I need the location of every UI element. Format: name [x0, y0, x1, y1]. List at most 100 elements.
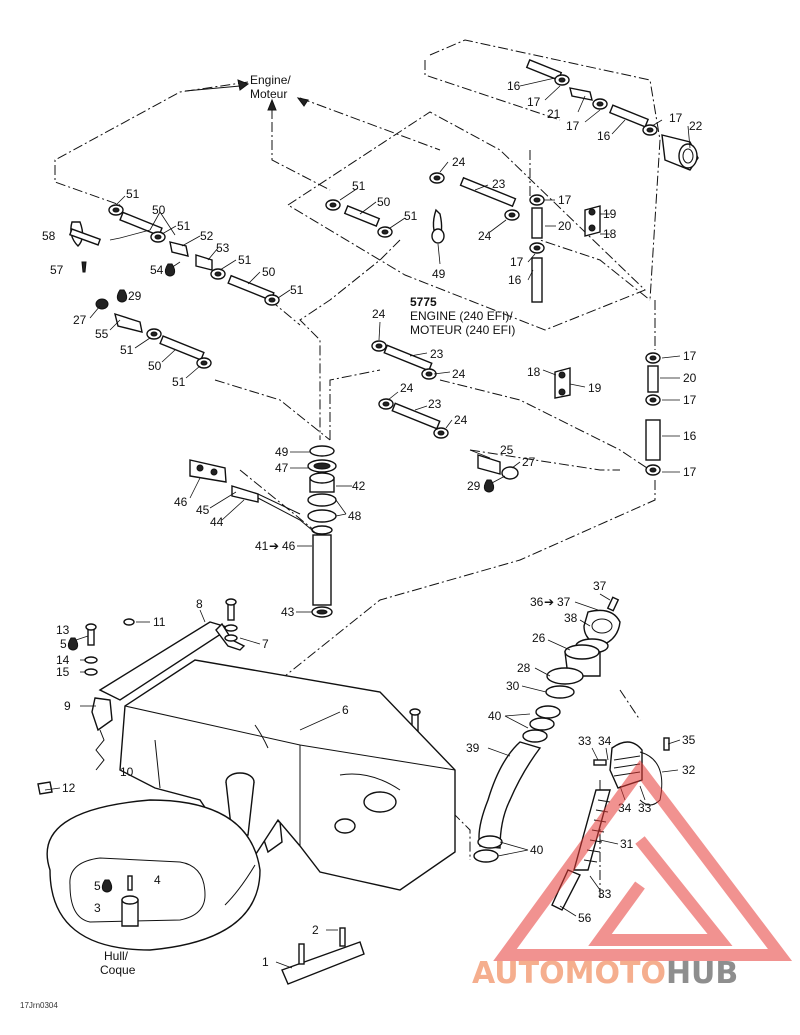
callout: 6	[342, 703, 349, 717]
left-middle-fuel-line	[95, 298, 212, 369]
mounting-block	[281, 927, 365, 985]
callout: 35	[682, 733, 696, 747]
callout: 26	[532, 631, 546, 645]
callout: 23	[430, 347, 444, 361]
callout: 17	[683, 393, 697, 407]
callout: 16	[507, 79, 521, 93]
callout: 50	[148, 359, 162, 373]
callout: 41	[255, 539, 269, 553]
callout: 49	[432, 267, 446, 281]
upper-tee-assembly	[529, 194, 601, 303]
callout: 40	[488, 709, 502, 723]
watermark-hub: HUB	[666, 956, 738, 991]
callout: 23	[492, 177, 506, 191]
callout: 56	[578, 911, 592, 925]
middle-hoses	[371, 340, 519, 480]
callout: 20	[558, 219, 572, 233]
engine-box-line3: MOTEUR (240 EFI)	[410, 323, 515, 337]
callout: 43	[281, 605, 295, 619]
callout: 1	[262, 955, 269, 969]
callout: 51	[177, 219, 191, 233]
callout: 22	[689, 119, 703, 133]
callout: 17	[527, 95, 541, 109]
callout: 49	[275, 445, 289, 459]
callout: 36	[530, 595, 544, 609]
callout: 15	[56, 665, 70, 679]
engine-box-label: 5775 ENGINE (240 EFI)/ MOTEUR (240 EFI)	[410, 295, 515, 337]
routing-lines	[54, 39, 661, 900]
engine-arrow-head-right	[296, 97, 309, 107]
arrow-glyph: ➔	[544, 595, 554, 609]
callout: 3	[94, 901, 101, 915]
callout: 4	[154, 873, 161, 887]
callout: 51	[120, 343, 134, 357]
hull-label-line1: Hull/	[104, 949, 129, 963]
watermark-triangle-outer	[493, 759, 793, 961]
callout: 34	[598, 734, 612, 748]
callout: 37	[557, 595, 571, 609]
callout: 46	[174, 495, 188, 509]
engine-box-line2: ENGINE (240 EFI)/	[410, 309, 513, 323]
engine-arrow-left	[184, 85, 241, 92]
callout: 24	[454, 413, 468, 427]
callout: 14	[56, 653, 70, 667]
callout: 30	[506, 679, 520, 693]
hull-detail	[46, 799, 261, 951]
callout: 58	[42, 229, 56, 243]
callout: 32	[682, 763, 696, 777]
watermark-triangle-inner	[588, 836, 733, 946]
callout: 54	[150, 263, 164, 277]
callout: 18	[527, 365, 541, 379]
callout: 23	[428, 397, 442, 411]
callouts: 16 17 21 17 17 22 16 24 23 17 19 20 18 2…	[42, 79, 703, 969]
reference-code: 17Jrn0304	[20, 1001, 58, 1010]
callout: 31	[620, 837, 634, 851]
callout: 53	[216, 241, 230, 255]
callout: 29	[467, 479, 481, 493]
callout: 11	[153, 615, 166, 629]
callout: 18	[603, 227, 617, 241]
callout: 13	[56, 623, 70, 637]
callout: 40	[530, 843, 544, 857]
callout: 33	[578, 734, 592, 748]
drop-icon	[116, 289, 128, 303]
callout: 10	[120, 765, 134, 779]
callout: 17	[683, 349, 697, 363]
callout: 19	[588, 381, 602, 395]
callout: 47	[275, 461, 289, 475]
callout: 17	[558, 193, 572, 207]
callout: 24	[452, 367, 466, 381]
filler-assembly	[473, 596, 621, 863]
arrow-glyph: ➔	[269, 539, 279, 553]
callout: 25	[500, 443, 514, 457]
callout: 48	[348, 509, 362, 523]
watermark-text: AUTOMOTOHUB	[472, 956, 738, 991]
callout: 8	[196, 597, 203, 611]
callout: 17	[566, 119, 580, 133]
engine-box-hose	[325, 199, 393, 238]
watermark: AUTOMOTOHUB	[472, 759, 793, 991]
right-tee-assembly	[554, 352, 661, 476]
engine-box-code: 5775	[410, 295, 437, 309]
drop-icon	[67, 637, 79, 651]
callout: 33	[598, 887, 612, 901]
callout: 17	[510, 255, 524, 269]
engine-arrow-head-up	[267, 98, 277, 111]
callout: 51	[126, 187, 140, 201]
callout: 27	[522, 455, 536, 469]
callout: 50	[262, 265, 276, 279]
callout: 51	[352, 179, 366, 193]
callout: 24	[372, 307, 386, 321]
callout: 45	[196, 503, 210, 517]
callout: 44	[210, 515, 224, 529]
engine-label-line1: Engine/	[250, 73, 291, 87]
top-right-fuel-line	[525, 59, 699, 171]
callout: 28	[517, 661, 531, 675]
callout: 55	[95, 327, 109, 341]
callout: 2	[312, 923, 319, 937]
callout: 39	[466, 741, 480, 755]
engine-arrow-head-left	[237, 79, 250, 91]
callout: 51	[172, 375, 186, 389]
callout: 38	[564, 611, 578, 625]
callout: 46	[282, 539, 296, 553]
